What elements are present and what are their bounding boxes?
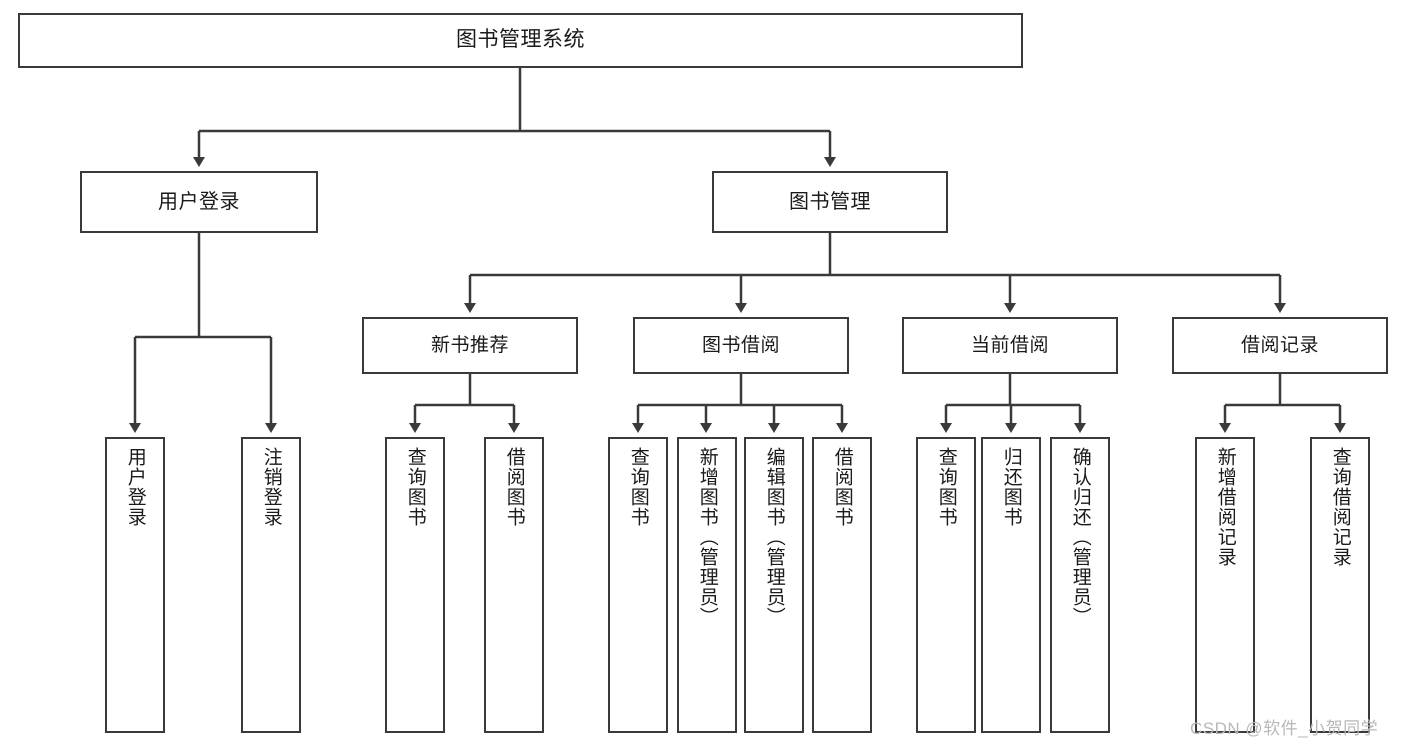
node-label: 图书管理系统 xyxy=(456,28,585,52)
node-user-login[interactable]: 用户登录 xyxy=(80,171,318,233)
node-label: 用户登录 xyxy=(158,190,240,213)
node-leaf-query-book-current[interactable]: 查询图书 xyxy=(916,437,976,733)
node-leaf-user-login[interactable]: 用户登录 xyxy=(105,437,165,733)
node-leaf-add-book-admin[interactable]: 新增图书（管理员） xyxy=(677,437,737,733)
node-label: 确认归还（管理员） xyxy=(1069,447,1091,627)
node-label: 查询图书 xyxy=(627,447,649,527)
node-leaf-user-logout[interactable]: 注销登录 xyxy=(241,437,301,733)
node-label: 新书推荐 xyxy=(430,334,509,356)
node-label: 借阅记录 xyxy=(1240,334,1319,356)
node-label: 新增图书（管理员） xyxy=(696,447,718,627)
node-label: 注销登录 xyxy=(260,447,282,527)
node-leaf-return-book[interactable]: 归还图书 xyxy=(981,437,1041,733)
node-leaf-query-borrow-record[interactable]: 查询借阅记录 xyxy=(1310,437,1370,733)
node-label: 新增借阅记录 xyxy=(1214,447,1236,567)
node-label: 借阅图书 xyxy=(503,447,525,527)
node-book-manage[interactable]: 图书管理 xyxy=(712,171,948,233)
node-label: 查询图书 xyxy=(935,447,957,527)
node-borrow-record[interactable]: 借阅记录 xyxy=(1172,317,1388,374)
node-leaf-confirm-return-admin[interactable]: 确认归还（管理员） xyxy=(1050,437,1110,733)
node-new-book-recommend[interactable]: 新书推荐 xyxy=(362,317,578,374)
node-label: 用户登录 xyxy=(124,447,146,527)
node-label: 借阅图书 xyxy=(831,447,853,527)
node-label: 归还图书 xyxy=(1000,447,1022,527)
node-current-borrow[interactable]: 当前借阅 xyxy=(902,317,1118,374)
node-leaf-query-book-recommend[interactable]: 查询图书 xyxy=(385,437,445,733)
node-label: 编辑图书（管理员） xyxy=(763,447,785,627)
node-label: 当前借阅 xyxy=(970,334,1049,356)
node-leaf-edit-book-admin[interactable]: 编辑图书（管理员） xyxy=(744,437,804,733)
node-label: 图书管理 xyxy=(789,190,871,213)
node-label: 查询借阅记录 xyxy=(1329,447,1351,567)
node-root-system[interactable]: 图书管理系统 xyxy=(18,13,1023,68)
node-label: 图书借阅 xyxy=(701,334,780,356)
node-leaf-borrow-book-recommend[interactable]: 借阅图书 xyxy=(484,437,544,733)
node-leaf-borrow-book[interactable]: 借阅图书 xyxy=(812,437,872,733)
node-label: 查询图书 xyxy=(404,447,426,527)
node-book-borrow[interactable]: 图书借阅 xyxy=(633,317,849,374)
node-leaf-query-book-borrow[interactable]: 查询图书 xyxy=(608,437,668,733)
node-leaf-add-borrow-record[interactable]: 新增借阅记录 xyxy=(1195,437,1255,733)
watermark-text: CSDN @软件_小贺同学 xyxy=(1190,719,1379,738)
